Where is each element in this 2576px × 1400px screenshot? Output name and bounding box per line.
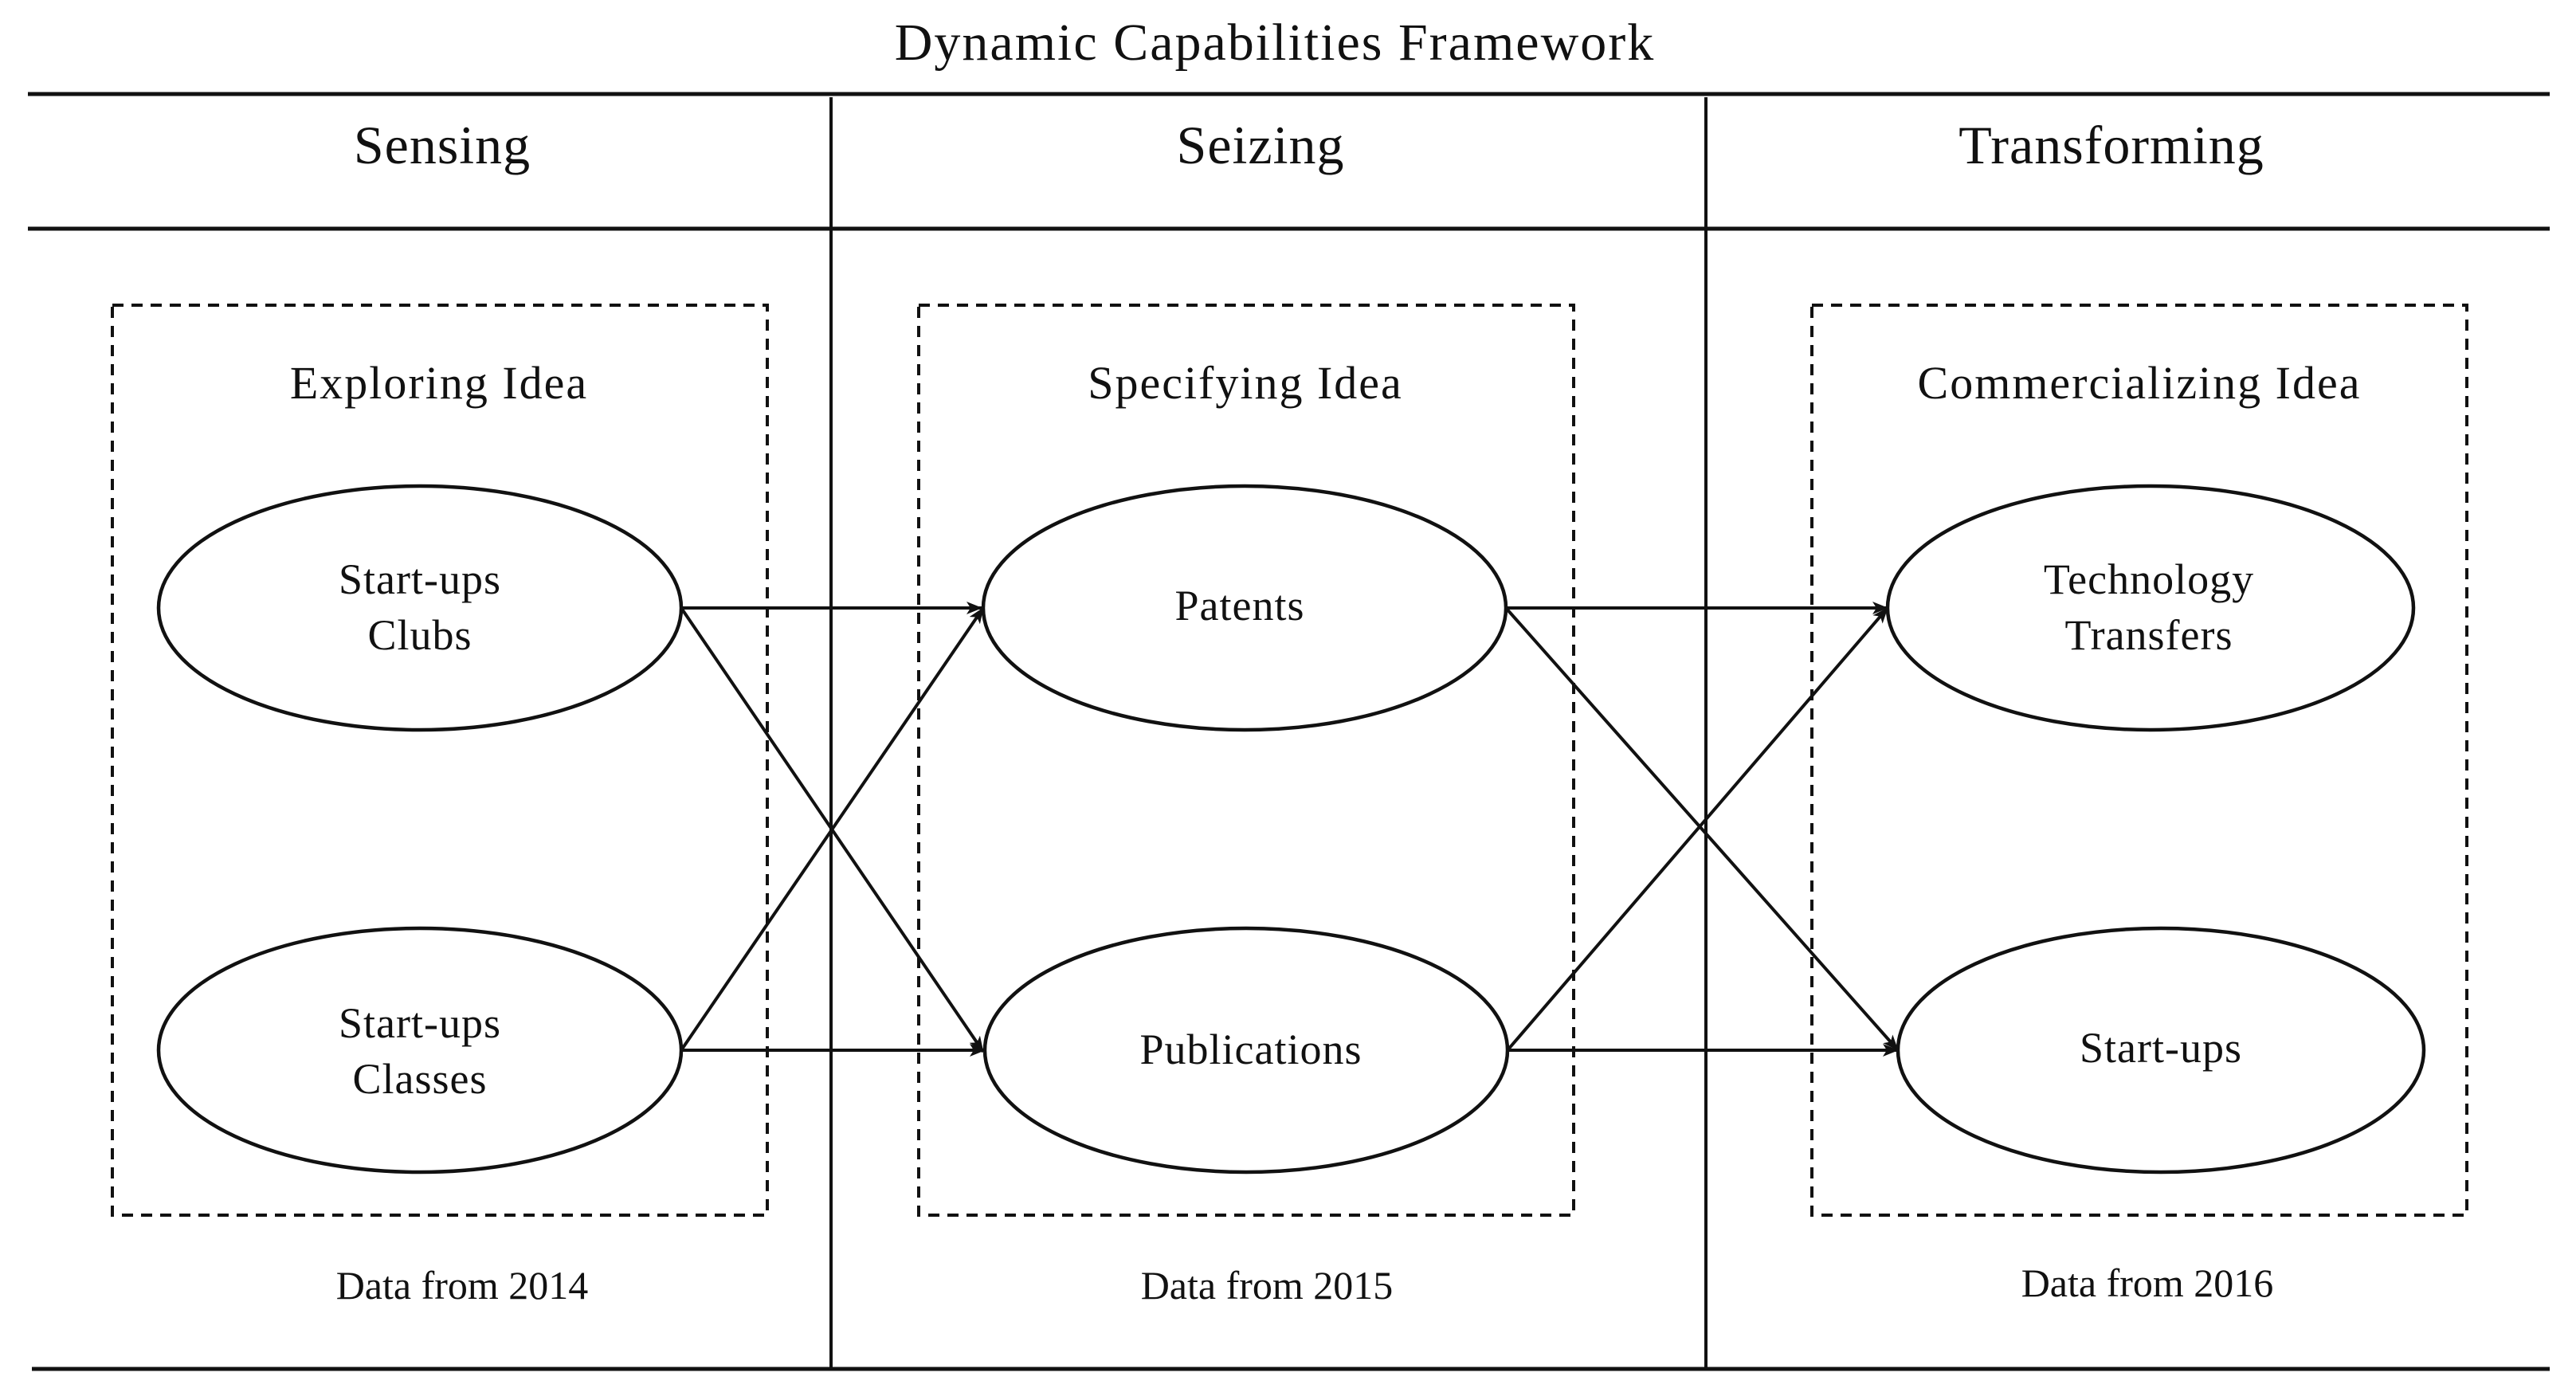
node-label-technology-transfers-line1: Technology: [2044, 555, 2254, 603]
node-label-start-ups-classes-line2: Classes: [353, 1055, 488, 1103]
node-patents: [981, 484, 1508, 732]
specifying-idea-box: [917, 304, 1575, 1217]
node-start-ups-clubs: [156, 484, 684, 732]
node-start-ups: [1896, 926, 2426, 1175]
node-label-technology-transfers-line2: Transfers: [2065, 611, 2233, 659]
node-label-start-ups: Start-ups: [2080, 1024, 2242, 1072]
footer-data-2014: Data from 2014: [336, 1263, 589, 1308]
node-technology-transfers: [1885, 484, 2416, 732]
node-label-publications: Publications: [1140, 1025, 1362, 1073]
box-title-exploring-idea: Exploring Idea: [290, 357, 588, 409]
exploring-idea-box: [111, 304, 769, 1217]
diagram-title: Dynamic Capabilities Framework: [895, 14, 1655, 72]
column-header-transforming: Transforming: [1958, 115, 2264, 175]
column-header-sensing: Sensing: [354, 115, 531, 175]
commercializing-idea-box: [1810, 304, 2468, 1217]
node-publications: [982, 926, 1510, 1175]
column-header-seizing: Seizing: [1177, 115, 1345, 175]
box-title-specifying-idea: Specifying Idea: [1088, 357, 1403, 409]
footer-data-2015: Data from 2015: [1141, 1263, 1394, 1308]
arrow-classes-to-patents: [680, 606, 985, 1052]
node-label-patents: Patents: [1175, 582, 1305, 629]
node-label-start-ups-clubs-line1: Start-ups: [339, 555, 501, 603]
node-label-start-ups-classes-line1: Start-ups: [339, 999, 501, 1047]
arrow-patents-to-start-ups: [1504, 606, 1900, 1052]
node-start-ups-classes: [156, 926, 684, 1175]
footer-data-2016: Data from 2016: [2021, 1261, 2274, 1305]
arrow-publications-to-technology-transfers: [1506, 606, 1889, 1052]
box-title-commercializing-idea: Commercializing Idea: [1918, 357, 2362, 409]
node-label-start-ups-clubs-line2: Clubs: [367, 611, 472, 659]
